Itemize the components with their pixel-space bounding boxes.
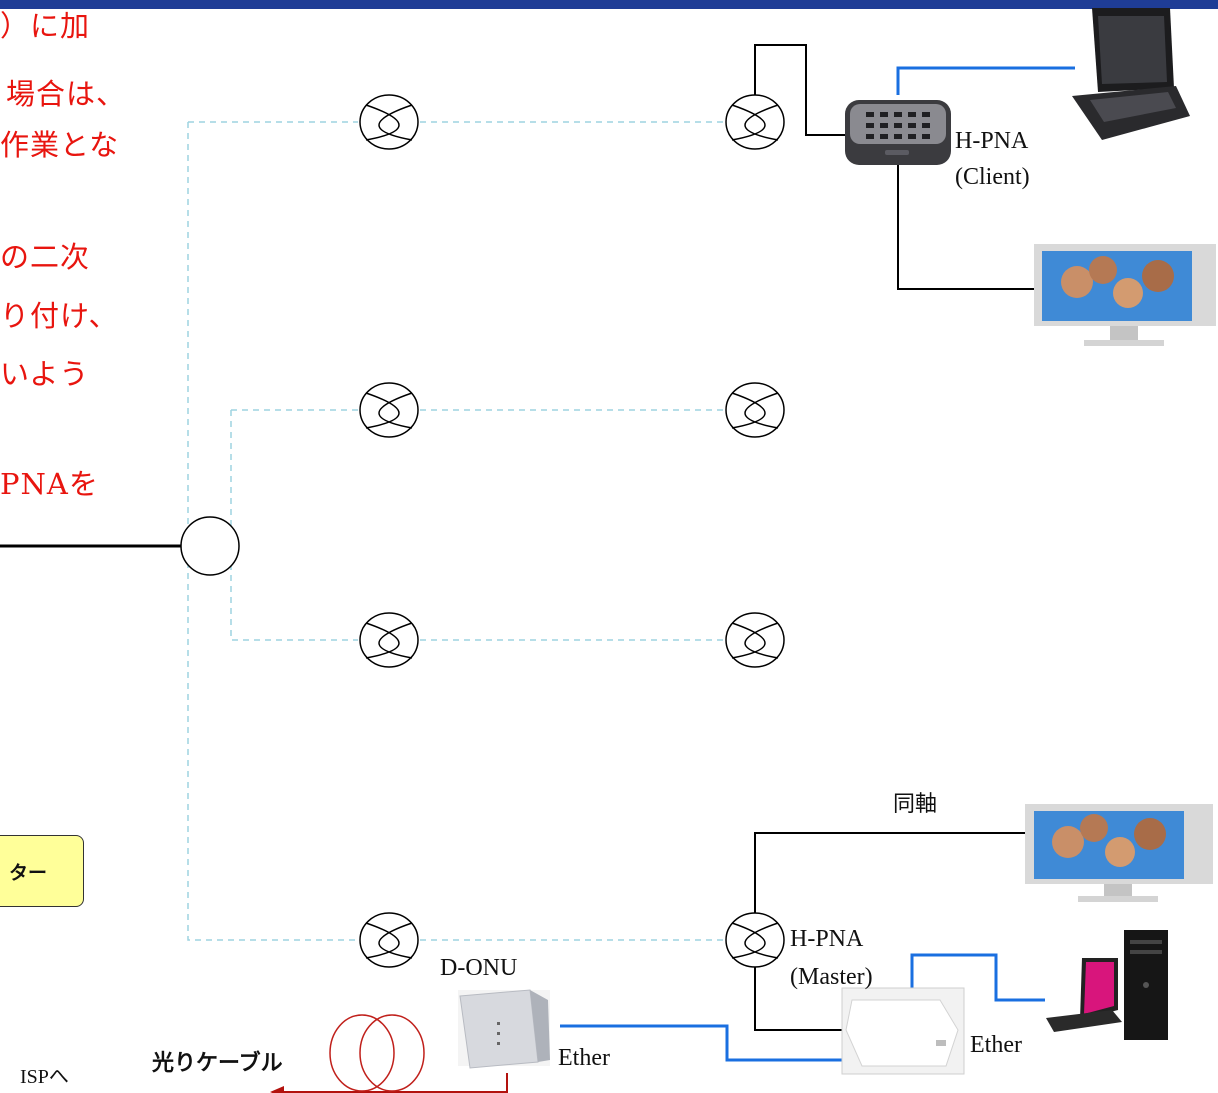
fiber-line xyxy=(280,1073,508,1093)
fiber-cable xyxy=(270,1073,508,1093)
tv-icon-bottom xyxy=(1025,804,1213,902)
ether-donu-to-hpna-master xyxy=(560,1024,842,1062)
hpna-master-label-1: H-PNA xyxy=(790,926,864,952)
dashed-coax-network xyxy=(187,121,724,941)
annotation-line-6: いよう xyxy=(0,357,90,391)
coax-hpna-client-to-tv xyxy=(897,160,1034,290)
coax-outlet-to-hpna-client xyxy=(754,44,852,136)
tv-icon-top xyxy=(1034,244,1216,346)
outlet-row1-right xyxy=(725,94,785,150)
coax-outlet-to-hpna-master xyxy=(754,967,842,1031)
ether-hpna-client-to-laptop xyxy=(896,66,1075,95)
outlet-row1-left xyxy=(359,94,419,150)
outlet-row2-left xyxy=(359,382,419,438)
coax-wiring-client xyxy=(754,44,1034,290)
outlet-row2-right xyxy=(725,382,785,438)
fiber-coil-icon xyxy=(329,1014,425,1092)
hpna-master-label-2: (Master) xyxy=(790,964,873,990)
coax-outlet-icon xyxy=(359,94,785,968)
fiber-arrowhead xyxy=(270,1086,284,1093)
dashed-trunk-inner xyxy=(230,410,358,641)
annotation-line-1: ）に加 xyxy=(0,9,91,43)
dashed-trunk-outer xyxy=(187,122,358,941)
splitter-circle-icon xyxy=(180,516,240,576)
isp-label: ISPへ xyxy=(20,1066,69,1088)
laptop-icon xyxy=(1072,8,1190,140)
outlet-row3-right xyxy=(725,612,785,668)
hpna-modem-icon-client xyxy=(845,100,951,165)
coax-label: 同軸 xyxy=(893,792,938,817)
annotation-line-3: 作業とな xyxy=(0,128,120,162)
callout-text: ター xyxy=(9,862,48,884)
outlet-row3-left xyxy=(359,612,419,668)
top-title-bar xyxy=(0,0,1218,9)
coax-wiring-master xyxy=(754,832,1025,1031)
callout-box: ター xyxy=(0,835,84,907)
onu-device-icon xyxy=(458,989,550,1069)
fiber-cable-label: 光りケーブル xyxy=(152,1051,283,1076)
outlet-row4-left xyxy=(359,912,419,968)
ether-hpna-master-to-desktop xyxy=(910,953,1045,1002)
coax-outlet-to-tv-bottom xyxy=(754,832,1025,913)
annotation-line-2: 場合は、 xyxy=(6,77,127,111)
ether-label-right: Ether xyxy=(970,1032,1022,1058)
annotation-line-7: PNAを xyxy=(0,467,99,501)
desktop-pc-icon xyxy=(1046,930,1168,1040)
outlet-row4-right xyxy=(725,912,785,968)
ether-cables xyxy=(560,66,1075,1062)
hpna-client-label-2: (Client) xyxy=(955,164,1030,190)
annotation-line-4: の二次 xyxy=(0,240,91,274)
annotation-line-5: り付け、 xyxy=(0,299,119,333)
donu-label: D-ONU xyxy=(440,955,518,981)
ether-label-left: Ether xyxy=(558,1045,610,1071)
hpna-modem-icon-master xyxy=(841,987,965,1075)
hpna-client-label-1: H-PNA xyxy=(955,128,1029,154)
